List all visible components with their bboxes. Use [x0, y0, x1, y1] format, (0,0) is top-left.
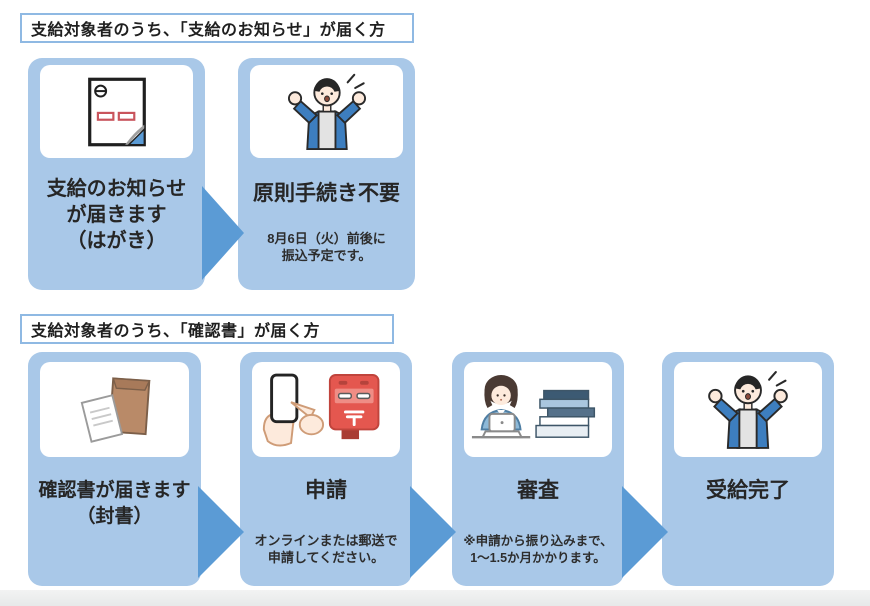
- card-title: 確認書が届きます （封書）: [38, 480, 191, 527]
- flow-arrow-icon: [622, 486, 668, 578]
- card-title: 受給完了: [706, 479, 790, 502]
- icon-panel: [674, 362, 822, 457]
- flow-arrow-icon: [202, 186, 244, 280]
- icon-panel: [250, 65, 403, 158]
- footer-strip: [0, 590, 870, 606]
- step-card-payment-complete: 受給完了: [662, 352, 834, 586]
- step-card-review: 審査 ※申請から振り込みまで、 1～1.5か月かかります。: [452, 352, 624, 586]
- step-card-confirmation-arrives: 確認書が届きます （封書）: [28, 352, 201, 586]
- card-title: 支給のお知らせ が届きます （はがき）: [46, 178, 187, 252]
- icon-panel: [464, 362, 612, 457]
- postcard-icon: [87, 77, 146, 146]
- reviewer-icon: [471, 374, 596, 438]
- step-card-notice-arrives: 支給のお知らせ が届きます （はがき）: [28, 58, 205, 290]
- section-2-header: 支給対象者のうち、「確認書」が届く方: [20, 314, 394, 344]
- card-note: オンラインまたは郵送で 申請してください。: [254, 533, 398, 565]
- section-1-header-text: 支給対象者のうち、「支給のお知らせ」が届く方: [31, 22, 386, 39]
- cheering-person-icon: [287, 73, 366, 151]
- card-title: 原則手続き不要: [253, 182, 400, 205]
- envelope-icon: [80, 376, 150, 443]
- icon-panel: [40, 362, 189, 457]
- card-title: 申請: [305, 479, 347, 502]
- flow-arrow-icon: [410, 486, 456, 578]
- cheering-person-icon: [708, 371, 788, 449]
- card-title: 審査: [517, 479, 559, 502]
- step-card-no-procedure: 原則手続き不要 8月6日（火）前後に 振込予定です。: [238, 58, 415, 290]
- card-note: ※申請から振り込みまで、 1～1.5か月かかります。: [463, 534, 613, 565]
- card-note: 8月6日（火）前後に 振込予定です。: [267, 231, 386, 263]
- icon-panel: [40, 65, 193, 158]
- section-1-header: 支給対象者のうち、「支給のお知らせ」が届く方: [20, 13, 414, 43]
- step-card-application: 申請 オンラインまたは郵送で 申請してください。: [240, 352, 412, 586]
- icon-panel: [252, 362, 400, 457]
- flow-arrow-icon: [198, 486, 244, 578]
- section-2-header-text: 支給対象者のうち、「確認書」が届く方: [31, 323, 321, 340]
- phone-postbox-icon: [262, 373, 380, 446]
